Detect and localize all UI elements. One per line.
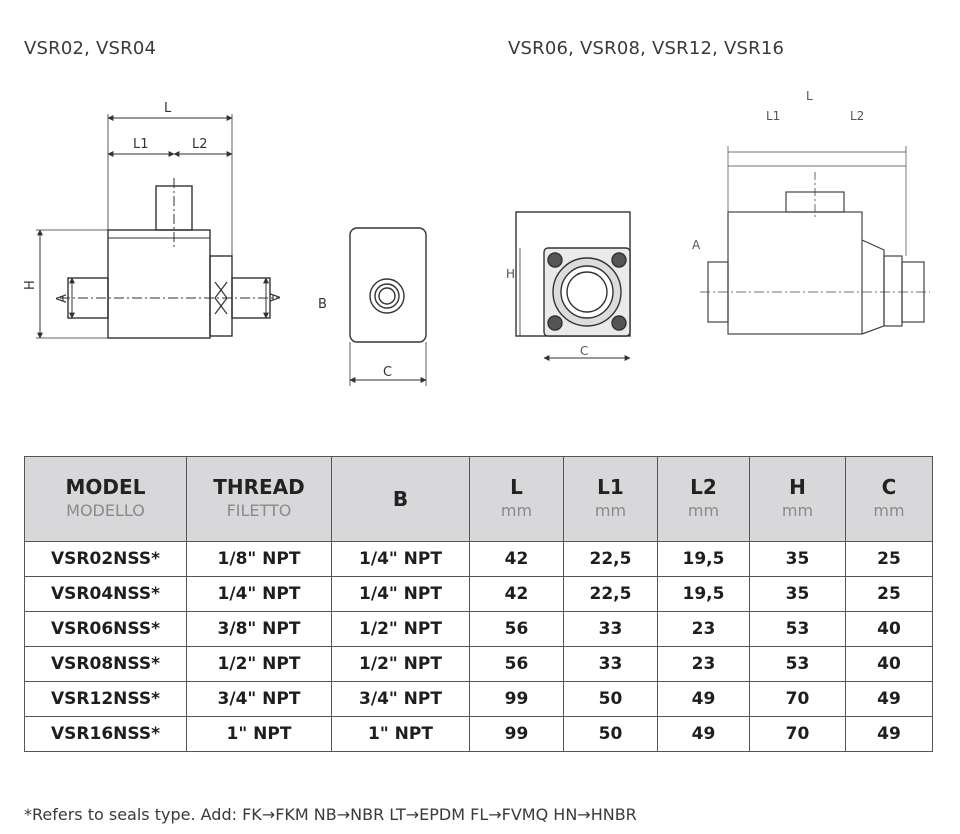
label-l2-small: L2	[192, 137, 208, 152]
cell-l1: 33	[563, 646, 658, 682]
cell-c: 49	[845, 681, 933, 717]
cell-c: 25	[845, 541, 933, 577]
seals-footnote: *Refers to seals type. Add: FK→FKM NB→NB…	[24, 805, 637, 824]
cell-model: VSR06NSS*	[24, 611, 187, 647]
table-row: VSR12NSS* 3/4" NPT 3/4" NPT 99 50 49 70 …	[24, 681, 933, 717]
label-a-small-left: A	[55, 294, 70, 303]
label-c-large: C	[580, 344, 588, 358]
label-l1-large: L1	[766, 109, 780, 123]
label-l1-small: L1	[133, 137, 149, 152]
cell-thread: 3/8" NPT	[186, 611, 332, 647]
cell-c: 40	[845, 611, 933, 647]
cell-thread: 1/2" NPT	[186, 646, 332, 682]
cell-thread: 3/4" NPT	[186, 681, 332, 717]
cell-l1: 50	[563, 716, 658, 752]
cell-l: 56	[469, 611, 564, 647]
cell-l2: 49	[657, 681, 750, 717]
side-view-large	[700, 146, 930, 335]
cell-b: 1" NPT	[331, 716, 470, 752]
cell-h: 35	[749, 576, 846, 612]
cell-l2: 23	[657, 611, 750, 647]
cell-model: VSR04NSS*	[24, 576, 187, 612]
cell-l: 56	[469, 646, 564, 682]
label-l2-large: L2	[850, 109, 864, 123]
cell-h: 35	[749, 541, 846, 577]
cell-l: 99	[469, 716, 564, 752]
cell-model: VSR16NSS*	[24, 716, 187, 752]
side-view-small	[36, 114, 280, 339]
cell-h: 53	[749, 646, 846, 682]
caption-small-models: VSR02, VSR04	[24, 38, 157, 59]
cell-b: 1/2" NPT	[331, 646, 470, 682]
cell-h: 53	[749, 611, 846, 647]
cell-b: 1/4" NPT	[331, 576, 470, 612]
cell-b: 3/4" NPT	[331, 681, 470, 717]
header-b: B	[331, 456, 470, 542]
cell-thread: 1/8" NPT	[186, 541, 332, 577]
cell-l2: 19,5	[657, 576, 750, 612]
cell-thread: 1" NPT	[186, 716, 332, 752]
cell-l2: 49	[657, 716, 750, 752]
cell-l: 42	[469, 541, 564, 577]
label-l-small: L	[164, 101, 172, 116]
cell-c: 49	[845, 716, 933, 752]
table-row: VSR08NSS* 1/2" NPT 1/2" NPT 56 33 23 53 …	[24, 646, 933, 682]
table-row: VSR06NSS* 3/8" NPT 1/2" NPT 56 33 23 53 …	[24, 611, 933, 647]
label-b: B	[318, 297, 327, 312]
cell-l1: 22,5	[563, 576, 658, 612]
front-view-small	[349, 227, 427, 386]
cell-l: 99	[469, 681, 564, 717]
cell-b: 1/2" NPT	[331, 611, 470, 647]
table-row: VSR04NSS* 1/4" NPT 1/4" NPT 42 22,5 19,5…	[24, 576, 933, 612]
label-a-small-right: A	[266, 293, 281, 302]
table-row: VSR16NSS* 1" NPT 1" NPT 99 50 49 70 49	[24, 716, 933, 752]
cell-model: VSR12NSS*	[24, 681, 187, 717]
cell-l: 42	[469, 576, 564, 612]
cell-l2: 23	[657, 646, 750, 682]
table-row: VSR02NSS* 1/8" NPT 1/4" NPT 42 22,5 19,5…	[24, 541, 933, 577]
label-h-small: H	[23, 280, 38, 290]
cell-model: VSR02NSS*	[24, 541, 187, 577]
cell-l1: 50	[563, 681, 658, 717]
label-a-large: A	[692, 238, 701, 252]
cell-thread: 1/4" NPT	[186, 576, 332, 612]
technical-drawings: L L1 L2 H A A B C H C	[23, 89, 930, 386]
front-view-large	[515, 211, 631, 361]
cell-l1: 22,5	[563, 541, 658, 577]
cell-model: VSR08NSS*	[24, 646, 187, 682]
cell-c: 40	[845, 646, 933, 682]
label-c-small: C	[383, 365, 392, 380]
cell-h: 70	[749, 681, 846, 717]
cell-l2: 19,5	[657, 541, 750, 577]
cell-b: 1/4" NPT	[331, 541, 470, 577]
cell-l1: 33	[563, 611, 658, 647]
label-l-large: L	[806, 89, 813, 103]
cell-h: 70	[749, 716, 846, 752]
caption-large-models: VSR06, VSR08, VSR12, VSR16	[508, 38, 785, 59]
cell-c: 25	[845, 576, 933, 612]
label-h-large: H	[506, 267, 515, 281]
